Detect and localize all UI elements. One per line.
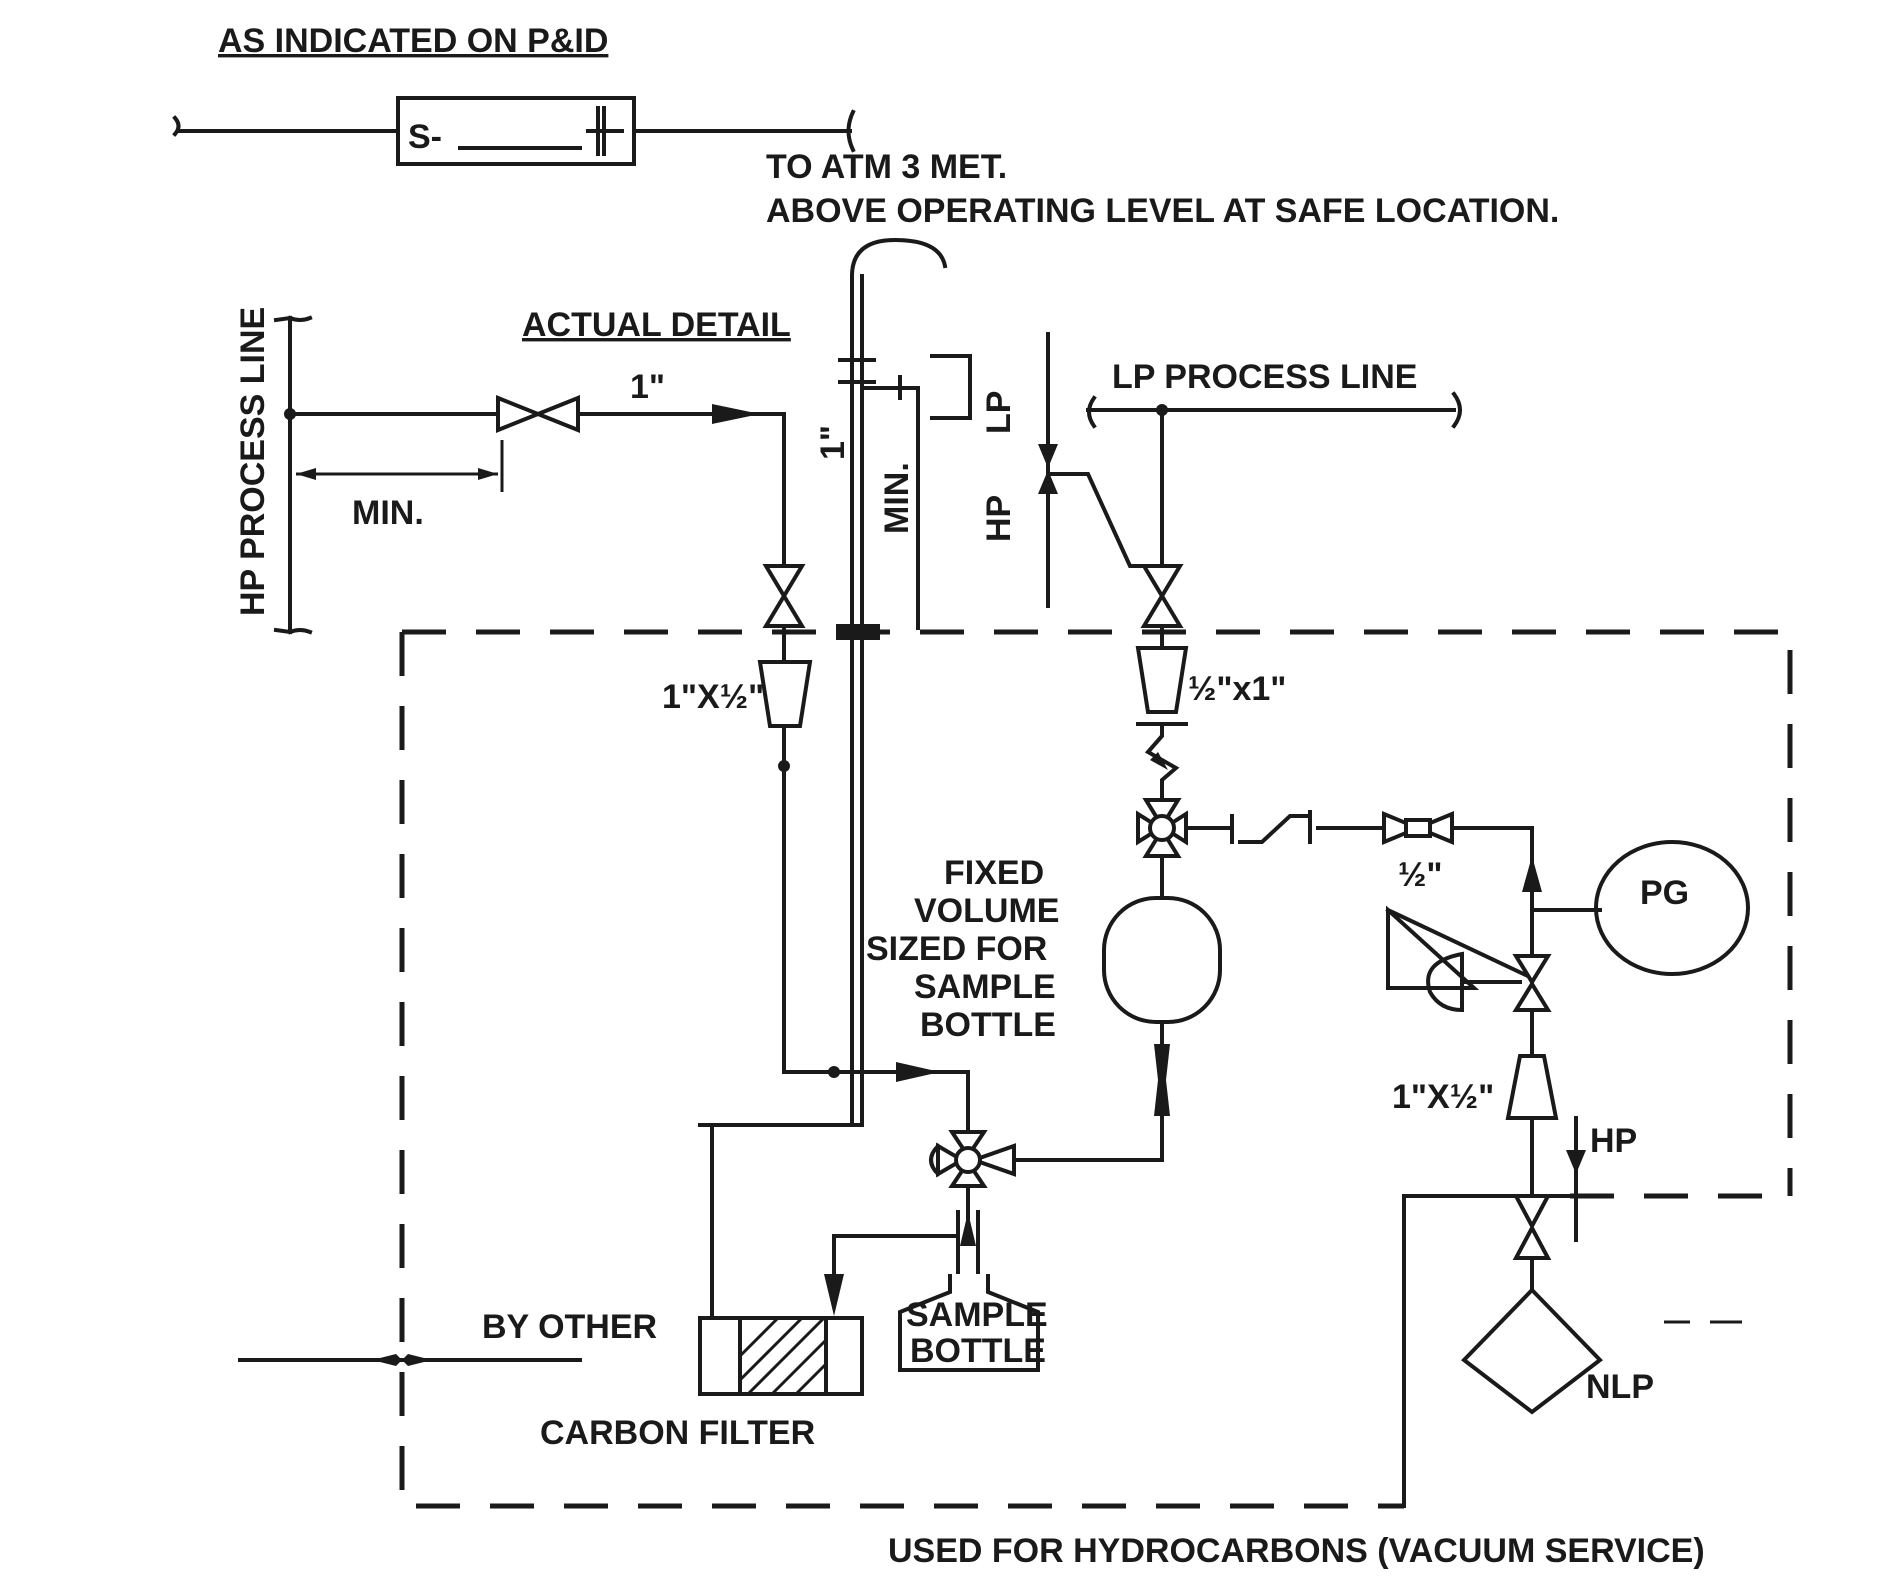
sample-bottle-line1: SAMPLE — [906, 1296, 1048, 1334]
lp-process-line-label: LP PROCESS LINE — [1112, 358, 1417, 396]
hp-tag-lower: HP — [1590, 1122, 1637, 1160]
sample-bottle: SAMPLE BOTTLE — [898, 1274, 1048, 1372]
half-inch-valve — [1382, 811, 1454, 845]
carbon-filter — [698, 1316, 864, 1396]
size-1in-b: 1" — [814, 425, 852, 460]
reducer-right-label: ½"x1" — [1188, 670, 1286, 708]
hp-process-line: HP PROCESS LINE — [234, 307, 313, 635]
actuated-valve — [1385, 905, 1552, 1013]
pid-note: AS INDICATED ON P&ID — [218, 22, 608, 60]
nlp-label: NLP — [1586, 1368, 1654, 1406]
fixed-volume-vessel — [1102, 896, 1222, 1024]
lp-inlet-valve — [1140, 564, 1184, 628]
vent-note-line2: ABOVE OPERATING LEVEL AT SAFE LOCATION. — [766, 192, 1559, 230]
actual-detail-label: ACTUAL DETAIL — [522, 306, 791, 344]
by-other-label: BY OTHER — [482, 1308, 657, 1346]
size-1in-a: 1" — [630, 368, 665, 406]
reducer-lower-label: 1"X½" — [1392, 1078, 1494, 1116]
hp-isolation-valve — [496, 395, 580, 433]
fixed-volume-line3: SIZED FOR — [866, 930, 1047, 968]
vent-stack — [698, 237, 972, 1320]
reducer-lower — [1505, 1054, 1559, 1120]
sample-three-way-valve — [929, 1130, 1016, 1188]
reducer-left — [757, 624, 813, 1074]
pg-label: PG — [1640, 874, 1689, 912]
carbon-filter-label: CARBON FILTER — [540, 1414, 815, 1452]
box-label-left: S- — [408, 118, 442, 156]
hp-process-line-label: HP PROCESS LINE — [234, 307, 272, 616]
reducer-left-label: 1"X½" — [662, 678, 764, 716]
lp-process-line — [1086, 391, 1462, 429]
hp-tag-upper: HP — [980, 495, 1018, 542]
pressure-gauge: PG — [1594, 840, 1750, 976]
fixed-volume-line1: FIXED — [944, 854, 1044, 892]
hp-inlet-valve — [762, 564, 806, 628]
half-inch-label: ½" — [1398, 856, 1442, 894]
min-label-b: MIN. — [878, 462, 916, 534]
fixed-volume-line2: VOLUME — [914, 892, 1059, 930]
nlp-symbol — [1460, 1287, 1604, 1415]
vent-note-line1: TO ATM 3 MET. — [766, 148, 1007, 186]
reducer-right — [1135, 624, 1189, 726]
sample-bottle-line2: BOTTLE — [910, 1332, 1046, 1370]
pid-symbol: S- — [172, 96, 856, 166]
upper-three-way-valve — [1136, 798, 1188, 858]
min-label-a: MIN. — [352, 494, 424, 532]
lp-tag: LP — [980, 391, 1018, 434]
footer-note: USED FOR HYDROCARBONS (VACUUM SERVICE) — [888, 1532, 1705, 1570]
lower-drain-valve — [1512, 1194, 1552, 1260]
fixed-volume-line5: BOTTLE — [920, 1006, 1056, 1044]
flow-arrow — [712, 404, 760, 424]
fixed-volume-line4: SAMPLE — [914, 968, 1056, 1006]
